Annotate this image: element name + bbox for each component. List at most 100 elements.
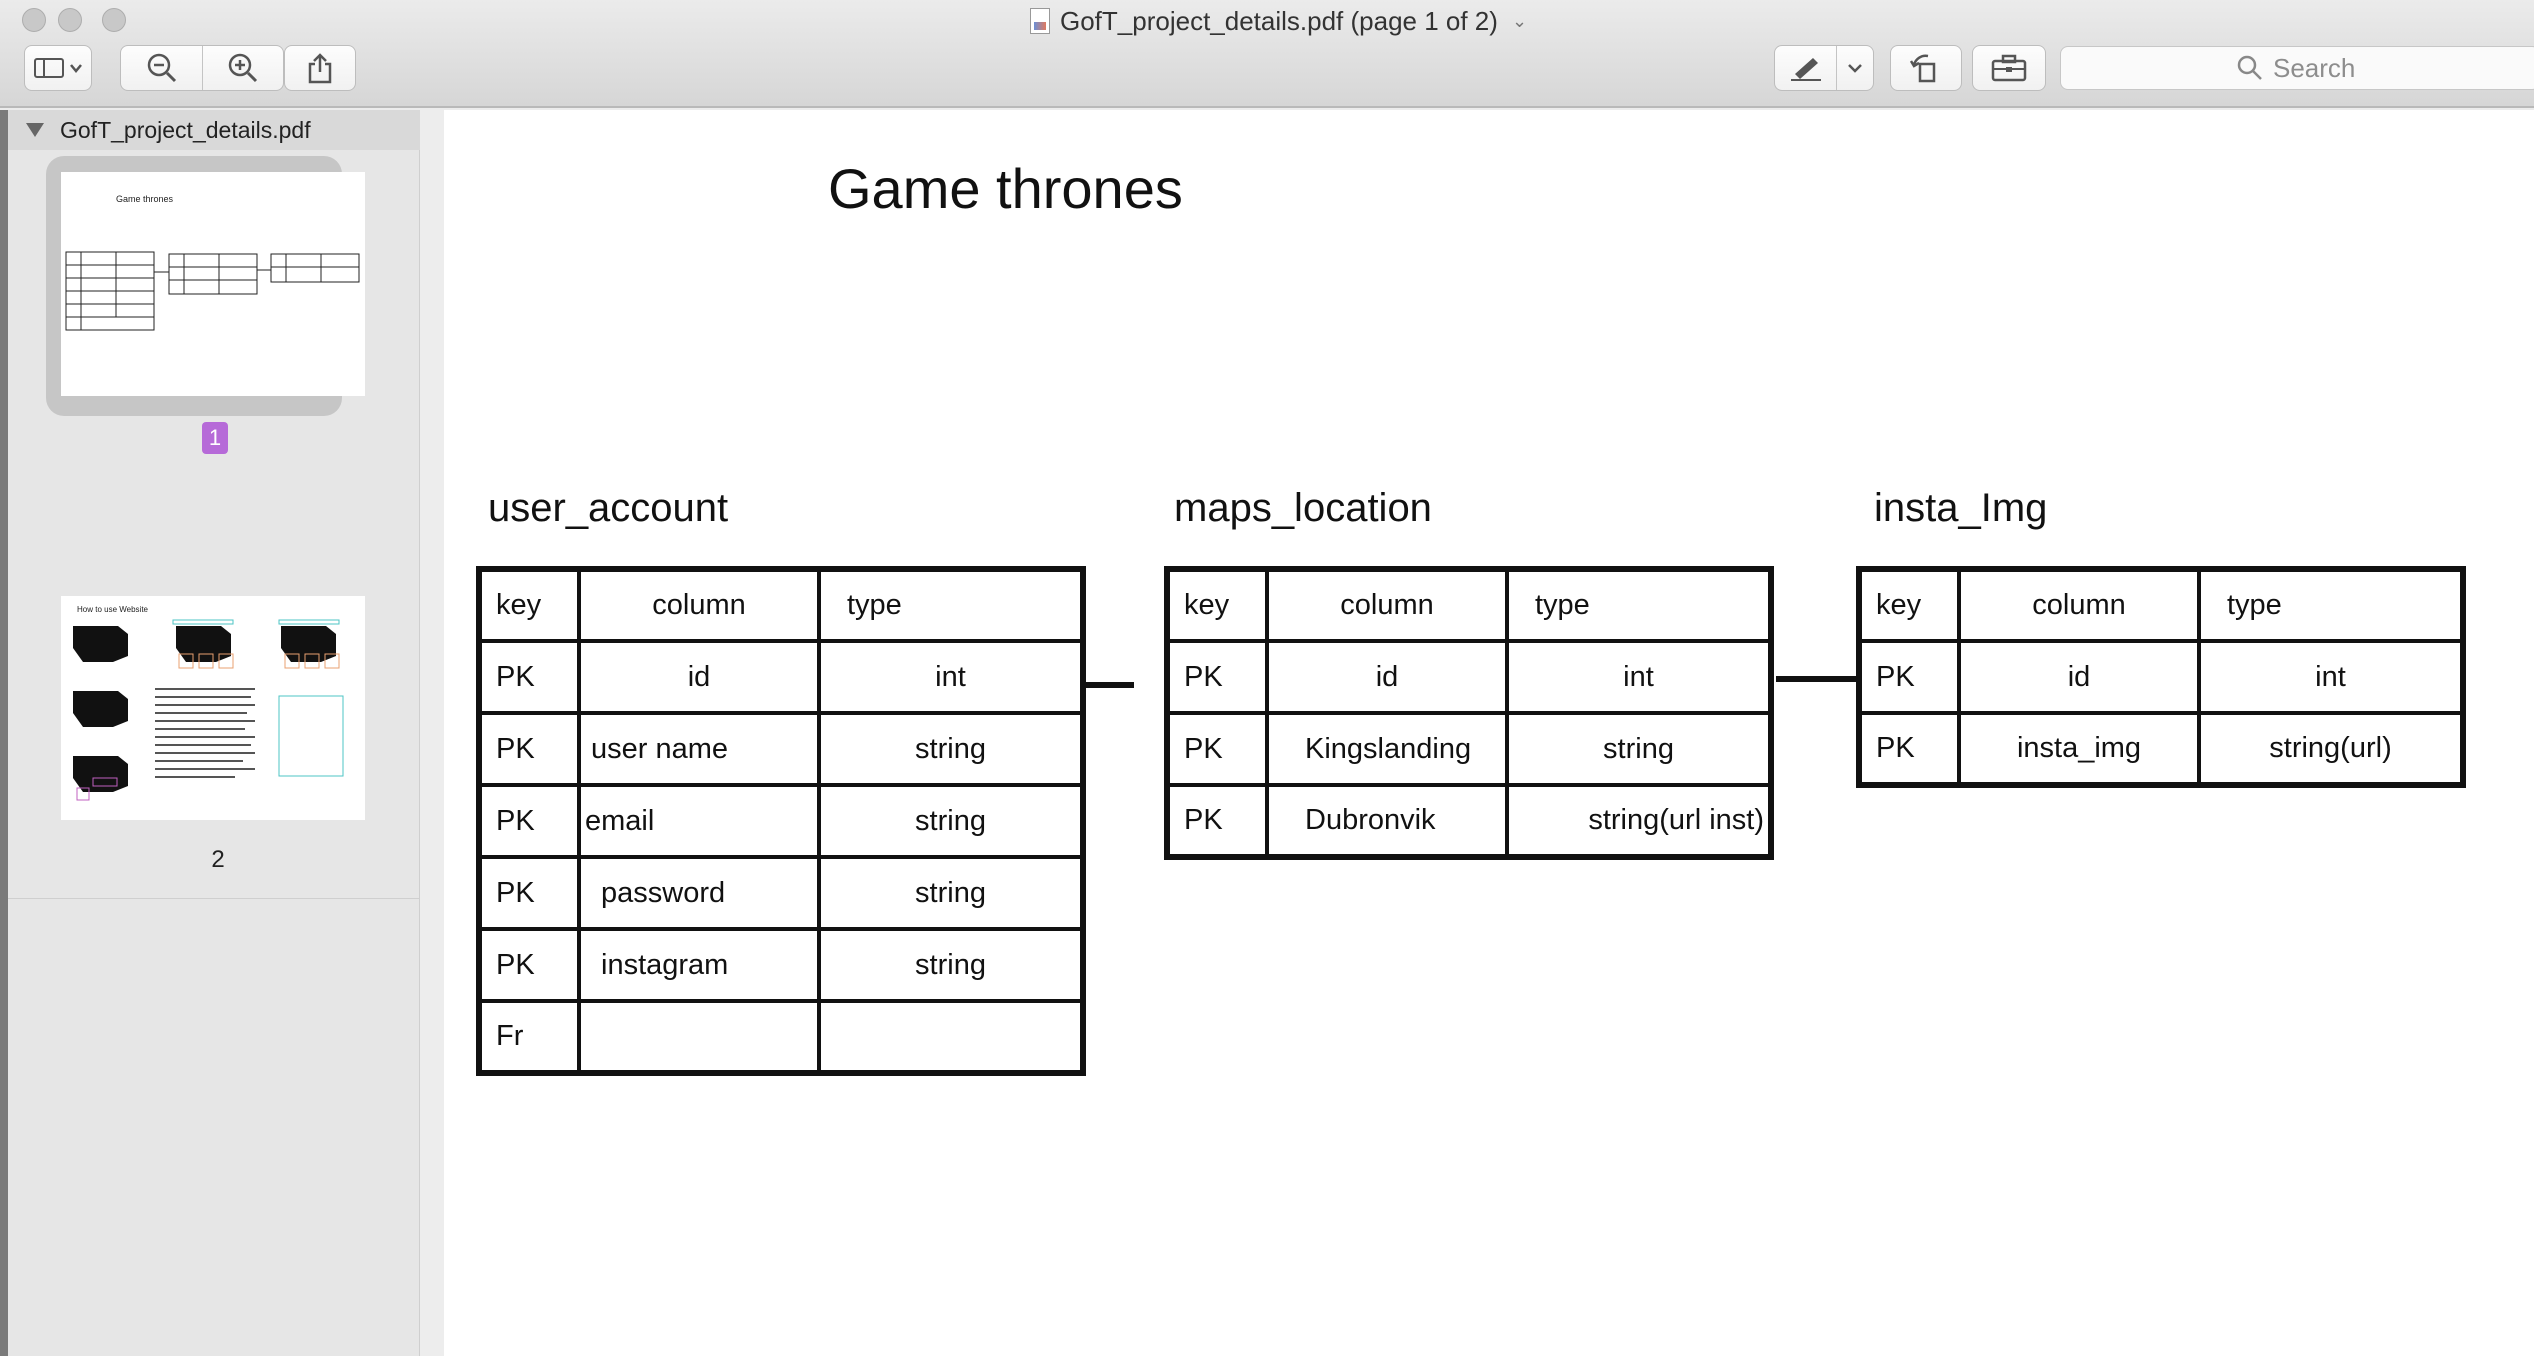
page-2-preview: How to use Website xyxy=(73,605,344,801)
segment-divider xyxy=(201,46,203,90)
pdf-page-1: Game thrones user_account key column typ… xyxy=(444,110,2534,1356)
zoom-in-icon xyxy=(228,53,257,83)
document-viewer[interactable]: Game thrones user_account key column typ… xyxy=(420,110,2534,1356)
markup-control xyxy=(1774,45,1874,91)
window-title[interactable]: GofT_project_details.pdf (page 1 of 2) ⌄ xyxy=(1030,2,1527,40)
table-row: PK email string xyxy=(477,783,1085,859)
cell-key: PK xyxy=(477,711,581,787)
cell-column xyxy=(577,999,821,1075)
toolbox-icon xyxy=(1991,54,2027,82)
table-row: PK Kingslanding string xyxy=(1165,711,1773,787)
header-column: column xyxy=(1957,567,2201,643)
header-type: type xyxy=(817,567,1085,643)
relation-connector-2 xyxy=(1776,676,1862,682)
close-window-button[interactable] xyxy=(22,8,46,32)
cell-type xyxy=(817,999,1085,1075)
table-row: PK id int xyxy=(477,639,1085,715)
table-row: PK id int xyxy=(1857,639,2465,715)
thumbnail-sidebar: GofT_project_details.pdf Game thrones 1 xyxy=(8,110,420,1356)
markup-button[interactable] xyxy=(1775,54,1836,82)
rotate-button[interactable] xyxy=(1890,45,1962,91)
cell-type: int xyxy=(817,639,1085,715)
table-row: PK Dubronvik string(url inst) xyxy=(1165,783,1773,859)
cell-key: PK xyxy=(1165,711,1269,787)
pdf-document-icon xyxy=(1030,8,1050,34)
header-type: type xyxy=(1505,567,1773,643)
cell-type: string(url) xyxy=(2197,711,2465,787)
sidebar-icon xyxy=(34,58,82,78)
pen-markup-icon xyxy=(1790,58,1821,81)
search-icon xyxy=(2237,55,2262,80)
header-key: key xyxy=(1165,567,1269,643)
cell-column: id xyxy=(577,639,821,715)
table-row: PK instagram string xyxy=(477,927,1085,1003)
cell-key: PK xyxy=(477,927,581,1003)
page-2-label: 2 xyxy=(211,846,225,873)
cell-key: PK xyxy=(477,783,581,859)
table-header-row: key column type xyxy=(477,567,1085,643)
zoom-out-icon xyxy=(147,53,176,83)
zoom-out-button[interactable] xyxy=(122,52,202,84)
toolbox-button[interactable] xyxy=(1972,45,2046,91)
window-toolbar: GofT_project_details.pdf (page 1 of 2) ⌄ xyxy=(0,0,2534,108)
header-key: key xyxy=(477,567,581,643)
sidebar-file-name: GofT_project_details.pdf xyxy=(60,116,311,143)
cell-type: string xyxy=(817,927,1085,1003)
cell-key: PK xyxy=(477,855,581,931)
disclosure-triangle-icon[interactable] xyxy=(26,123,44,137)
schema-table-maps-location: key column type PK id int PK Kingslandin… xyxy=(1164,566,1774,860)
thumb-1-title: Game thrones xyxy=(116,194,174,204)
chevron-down-icon xyxy=(1848,64,1863,73)
search-input[interactable] xyxy=(2273,52,2363,84)
table-title-insta-img: insta_Img xyxy=(1874,486,2048,530)
table-row: Fr xyxy=(477,999,1085,1075)
cell-type: string(url inst) xyxy=(1505,783,1773,859)
cell-key: PK xyxy=(1165,639,1269,715)
cell-column: Kingslanding xyxy=(1265,711,1509,787)
cell-column: id xyxy=(1265,639,1509,715)
table-row: PK id int xyxy=(1165,639,1773,715)
table-row: PK user name string xyxy=(477,711,1085,787)
table-title-maps-location: maps_location xyxy=(1174,486,1432,530)
current-page-badge: 1 xyxy=(202,422,228,454)
window-title-text: GofT_project_details.pdf (page 1 of 2) xyxy=(1060,5,1498,36)
cell-column: user name xyxy=(577,711,821,787)
header-column: column xyxy=(1265,567,1509,643)
cell-key: PK xyxy=(1857,711,1961,787)
cell-key: PK xyxy=(477,639,581,715)
header-column: column xyxy=(577,567,821,643)
header-key: key xyxy=(1857,567,1961,643)
page-thumbnail-2[interactable]: How to use Website xyxy=(61,596,365,820)
desktop-edge xyxy=(0,110,8,1356)
cell-column: Dubronvik xyxy=(1265,783,1509,859)
share-icon xyxy=(308,53,332,84)
share-button[interactable] xyxy=(284,45,356,91)
cell-column: instagram xyxy=(577,927,821,1003)
cell-type: int xyxy=(2197,639,2465,715)
thumb-2-title: How to use Website xyxy=(77,605,149,614)
schema-table-insta-img: key column type PK id int PK insta_img s… xyxy=(1856,566,2466,788)
search-field[interactable] xyxy=(2060,46,2534,90)
rotate-left-icon xyxy=(1910,54,1936,83)
page-1-preview: Game thrones xyxy=(65,194,360,331)
cell-key: PK xyxy=(1165,783,1269,859)
cell-type: string xyxy=(817,855,1085,931)
schema-table-user-account: key column type PK id int PK user name s… xyxy=(476,566,1086,1076)
sidebar-file-header[interactable]: GofT_project_details.pdf xyxy=(8,110,420,150)
cell-column: password xyxy=(577,855,821,931)
document-heading: Game thrones xyxy=(828,157,1183,220)
markup-menu-button[interactable] xyxy=(1837,62,1873,74)
cell-type: string xyxy=(817,783,1085,859)
zoom-in-button[interactable] xyxy=(203,52,283,84)
page-thumbnail-1[interactable]: Game thrones xyxy=(61,172,365,396)
cell-type: int xyxy=(1505,639,1773,715)
zoom-window-button[interactable] xyxy=(102,8,126,32)
sidebar-toggle-button[interactable] xyxy=(24,45,92,91)
chevron-down-icon: ⌄ xyxy=(1511,10,1528,31)
zoom-control xyxy=(120,45,284,91)
minimize-window-button[interactable] xyxy=(58,8,82,32)
table-row: PK password string xyxy=(477,855,1085,931)
cell-column: email xyxy=(577,783,821,859)
cell-type: string xyxy=(817,711,1085,787)
table-title-user-account: user_account xyxy=(488,486,729,530)
